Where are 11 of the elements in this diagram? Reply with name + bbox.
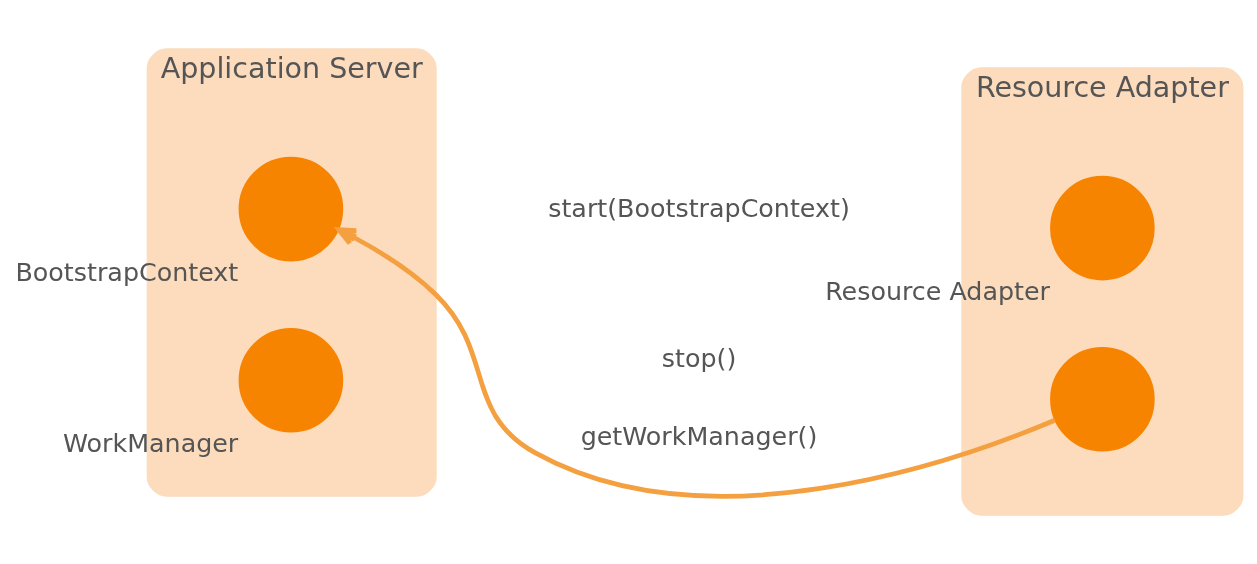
node-circle	[1050, 175, 1155, 281]
label: start(BootstrapContext)	[548, 192, 850, 223]
node-circle	[238, 156, 344, 262]
node-label: Resource Adapter	[825, 275, 1050, 306]
label: stop()	[661, 343, 737, 374]
node-label: WorkManager	[63, 428, 239, 459]
arrow	[336, 227, 1056, 499]
edge-label: getWorkManager()	[580, 420, 818, 451]
node-label: BootstrapContext	[15, 256, 239, 287]
node-circle	[1050, 346, 1155, 452]
node-circle	[238, 327, 344, 433]
